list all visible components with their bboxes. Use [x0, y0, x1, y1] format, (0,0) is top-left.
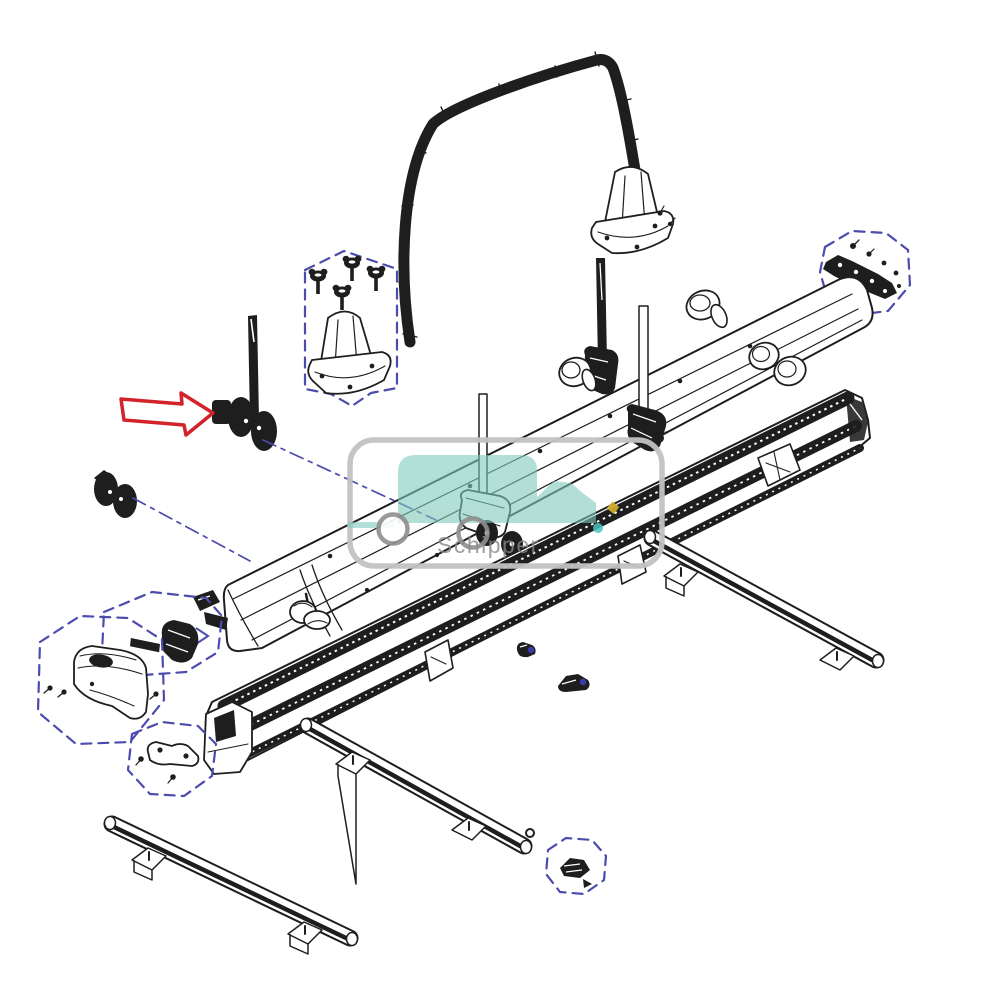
pointer-arrow [119, 391, 215, 437]
logo-accent-diamond [606, 501, 620, 515]
roof-arch-bar [398, 51, 676, 348]
mount-rail-bottom-center [299, 717, 533, 885]
rail-end-latch [193, 590, 228, 630]
mounting-screws-foot-callout [303, 249, 399, 408]
guide-roller-assembly [212, 315, 277, 451]
small-clip-part [516, 642, 536, 658]
small-bracket-part [558, 674, 590, 692]
spare-foot-mount [307, 310, 392, 395]
winch-cover-callout [36, 614, 166, 746]
logo-wheel-left [376, 512, 410, 546]
tension-crank-callout [100, 590, 224, 678]
mount-rail-bottom-right [643, 529, 885, 671]
arch-tick-marks [398, 51, 639, 338]
logo-accent-dot [593, 523, 603, 533]
support-bracket-callout [126, 720, 218, 798]
hand-knob-under-rail [289, 592, 331, 630]
logo-wheel-right [456, 516, 490, 550]
mount-rail-bottom-left [103, 815, 359, 955]
wing-screws [308, 255, 386, 310]
loose-screws [43, 685, 159, 700]
hand-knob-top [685, 289, 728, 329]
lower-carrier-rail [203, 389, 871, 775]
callout-box [303, 249, 399, 408]
caravan-logo-icon [348, 455, 596, 528]
hand-knob-pair [748, 341, 807, 387]
small-fastener-callout [525, 828, 608, 896]
watermark-frame [347, 437, 665, 569]
arch-foot-mount [590, 166, 676, 255]
watermark-text: Schipper [437, 532, 540, 558]
hand-knob-left [558, 356, 597, 392]
watermark: Schipper [347, 437, 665, 569]
loose-guide-roller [94, 470, 137, 518]
